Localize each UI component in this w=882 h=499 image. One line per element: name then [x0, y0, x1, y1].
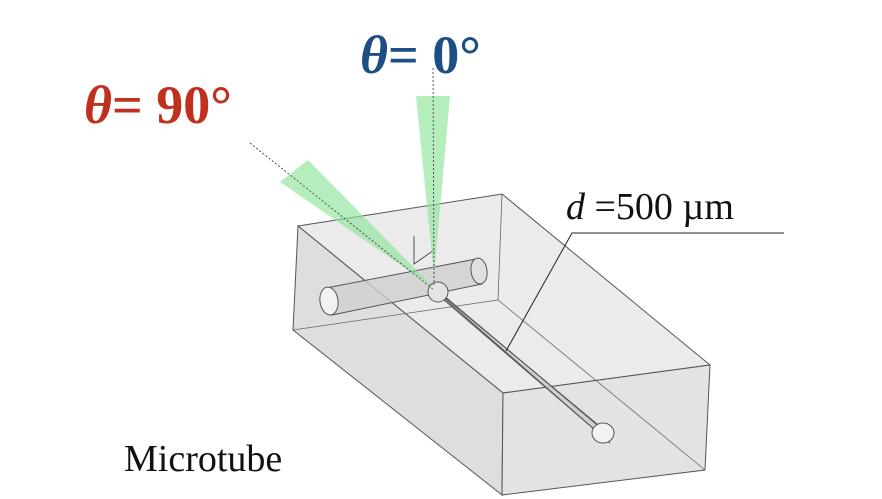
- theta-symbol: θ: [84, 75, 113, 135]
- beam-90-degree: [280, 160, 434, 288]
- microtube: [427, 281, 615, 444]
- diameter-label: d =500 µm: [566, 188, 734, 226]
- axis-90-degree: [249, 142, 435, 291]
- box-hidden-edges: [292, 193, 706, 471]
- angle-90-label: θ= 90°: [84, 78, 232, 132]
- axis-0-degree: [432, 67, 435, 286]
- theta-symbol: θ: [360, 25, 389, 85]
- angle-value: = 0°: [388, 25, 481, 85]
- diameter-symbol: d: [566, 186, 585, 228]
- angle-marker: [413, 236, 435, 265]
- microtube-label: Microtube: [124, 438, 283, 480]
- angle-value: = 90°: [112, 75, 232, 135]
- diameter-leader-line: [505, 232, 784, 352]
- diameter-value: =500 µm: [585, 186, 734, 228]
- beam-0-degree: [416, 96, 450, 276]
- cross-tube: [319, 257, 488, 316]
- angle-0-label: θ= 0°: [360, 28, 481, 82]
